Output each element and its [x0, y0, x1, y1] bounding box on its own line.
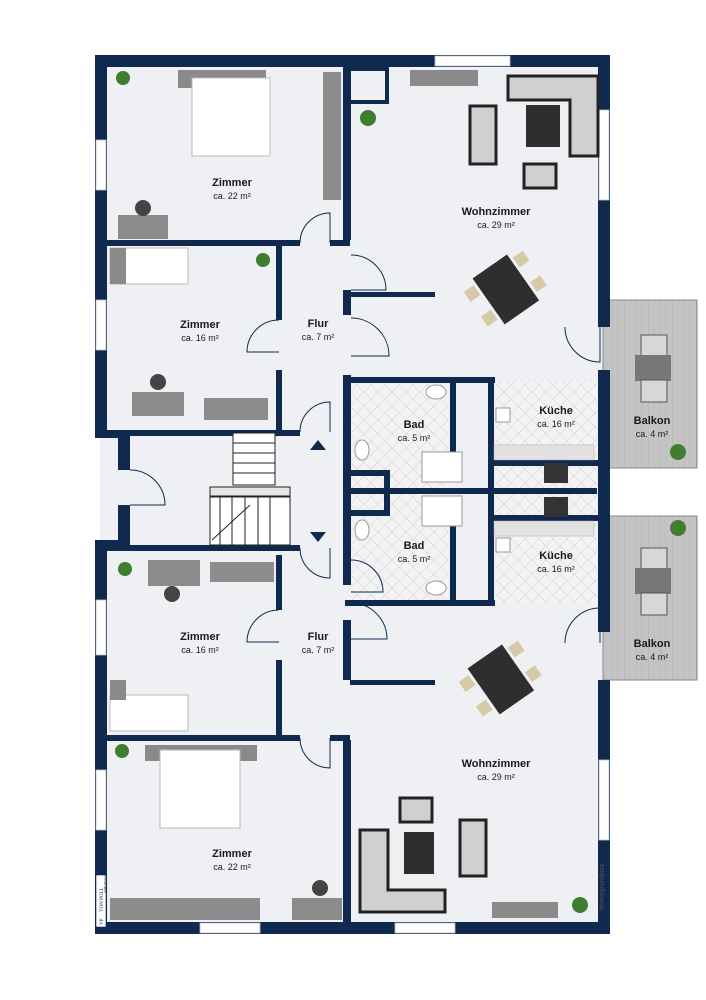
room-name: Balkon — [634, 638, 671, 650]
toilet — [354, 519, 370, 541]
desk — [132, 392, 184, 416]
balcony-top-floor — [602, 299, 698, 469]
wardrobe — [323, 72, 341, 200]
double-bed — [159, 749, 241, 829]
logo-mark: VP — [100, 918, 105, 925]
room-name: Zimmer — [212, 848, 252, 860]
room-area: ca. 5 m² — [398, 554, 431, 564]
room-area: ca. 5 m² — [398, 433, 431, 443]
room-area: ca. 22 m² — [213, 862, 251, 872]
furniture-bottom — [109, 495, 671, 920]
room-area: ca. 7 m² — [302, 645, 335, 655]
corner-sofa — [506, 74, 600, 158]
stove — [544, 497, 568, 517]
room-name: Flur — [308, 318, 329, 330]
single-bed — [109, 694, 189, 732]
room-area: ca. 16 m² — [181, 645, 219, 655]
plant-icon — [670, 444, 686, 460]
washbasin — [425, 580, 447, 596]
room-name: Balkon — [634, 415, 671, 427]
arrow-up-icon — [310, 440, 326, 450]
corner-sofa — [358, 828, 447, 914]
room-area: ca. 16 m² — [537, 564, 575, 574]
armchair — [458, 818, 488, 878]
kitchen-counter — [493, 444, 595, 461]
desk-chair — [312, 880, 328, 896]
room-name: Küche — [539, 405, 573, 417]
room-name: Zimmer — [180, 319, 220, 331]
plant-icon — [116, 71, 130, 85]
kitchen-sink — [495, 537, 511, 553]
staircase — [209, 432, 291, 546]
desk — [118, 215, 168, 239]
room-area: ca. 16 m² — [181, 333, 219, 343]
desk — [292, 898, 342, 920]
dresser — [210, 562, 274, 582]
kitchen-counter — [493, 520, 595, 537]
room-area: ca. 29 m² — [477, 772, 515, 782]
room-area: ca. 16 m² — [537, 419, 575, 429]
room-labels: Zimmer ca. 22 m² Wohnzimmer ca. 29 m² Zi… — [180, 177, 670, 872]
room-area: ca. 29 m² — [477, 220, 515, 230]
balcony-furniture — [635, 547, 671, 616]
sideboard — [410, 70, 478, 86]
plant-icon — [670, 520, 686, 536]
shower — [421, 451, 463, 483]
double-bed — [191, 77, 271, 157]
room-area: ca. 7 m² — [302, 332, 335, 342]
plant-icon — [115, 744, 129, 758]
wardrobe — [110, 898, 260, 920]
armchair — [522, 162, 558, 190]
room-area: ca. 22 m² — [213, 191, 251, 201]
plant-icon — [118, 562, 132, 576]
plant-icon — [572, 897, 588, 913]
coffee-table — [526, 105, 560, 147]
room-name: Bad — [404, 419, 425, 431]
sideboard — [492, 902, 558, 918]
shower — [421, 495, 463, 527]
dresser — [204, 398, 268, 420]
room-name: Zimmer — [212, 177, 252, 189]
credit-text: Immogrundriss — [599, 863, 606, 910]
company-tagline: IMMOBILIEN — [103, 874, 107, 893]
dining-table — [463, 250, 547, 327]
room-area: ca. 4 m² — [636, 652, 669, 662]
desk-chair — [150, 374, 166, 390]
washbasin — [425, 384, 447, 400]
furniture-top — [109, 70, 671, 483]
room-area: ca. 4 m² — [636, 429, 669, 439]
windows — [95, 55, 610, 934]
balcony-furniture — [635, 334, 671, 403]
room-name: Küche — [539, 550, 573, 562]
stove — [544, 463, 568, 483]
plant-icon — [360, 110, 376, 126]
kitchen-sink — [495, 407, 511, 423]
room-name: Wohnzimmer — [462, 758, 532, 770]
toilet — [354, 439, 370, 461]
desk-chair — [164, 586, 180, 602]
door-swings — [129, 212, 601, 769]
coffee-table — [404, 832, 434, 874]
dining-table — [458, 640, 542, 717]
desk — [148, 560, 200, 586]
plant-icon — [256, 253, 270, 267]
room-name: Wohnzimmer — [462, 206, 532, 218]
room-name: Flur — [308, 631, 329, 643]
desk-chair — [135, 200, 151, 216]
plants — [115, 71, 686, 913]
armchair — [468, 104, 498, 166]
room-name: Zimmer — [180, 631, 220, 643]
arrow-down-icon — [310, 532, 326, 542]
armchair — [398, 796, 434, 824]
company-name: VON POLL — [100, 887, 105, 912]
brand-logo: VP VON POLL IMMOBILIEN — [95, 874, 107, 928]
room-name: Bad — [404, 540, 425, 552]
